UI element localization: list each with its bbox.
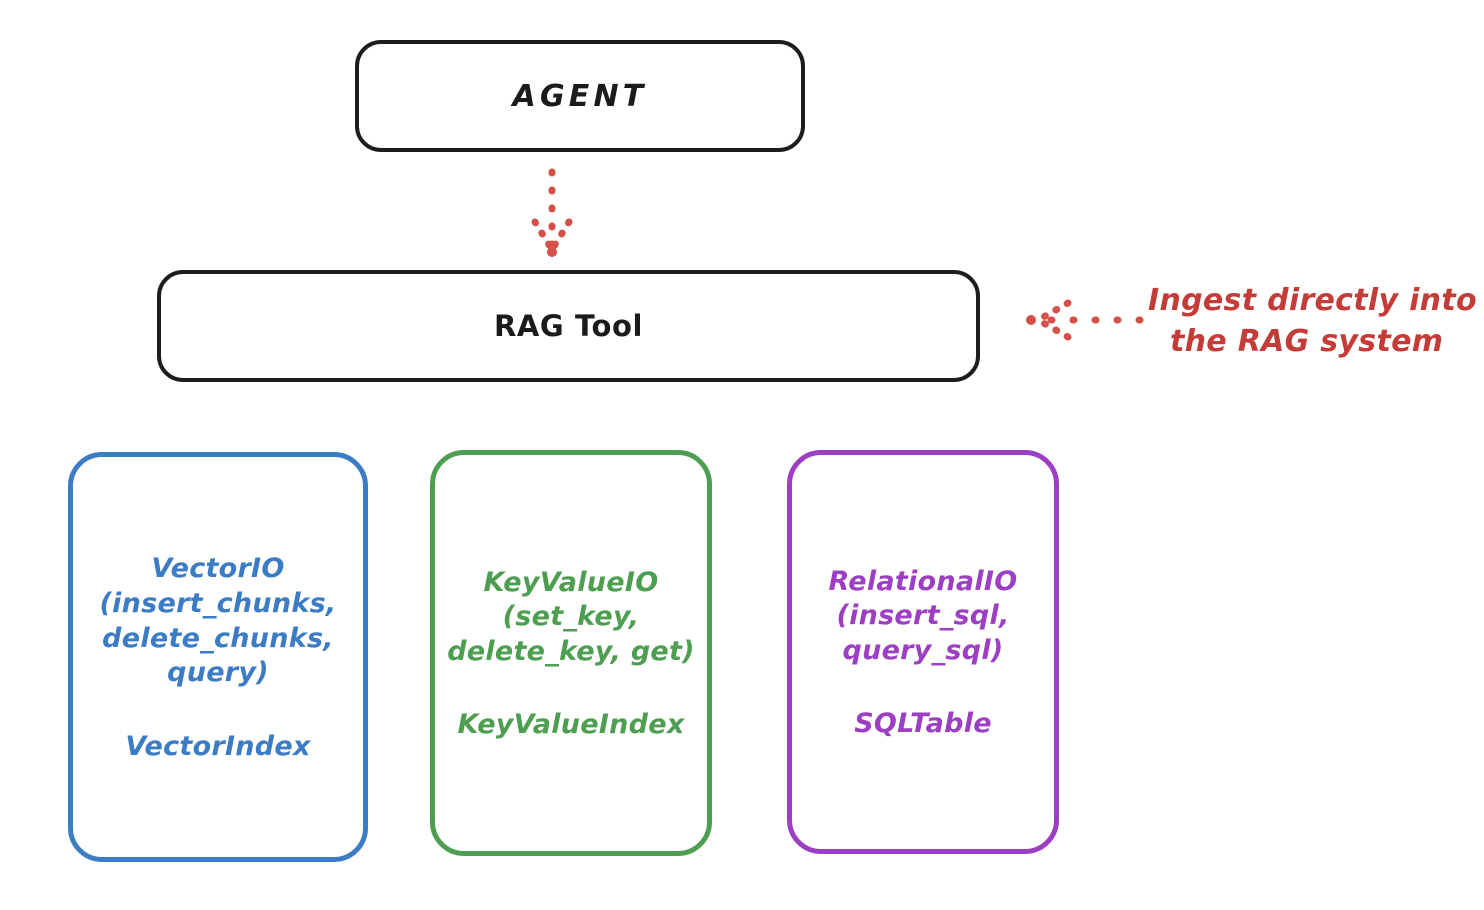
node-rag-tool[interactable]: RAG Tool [157,270,980,382]
annotation-ingest: Ingest directly into the RAG system [1148,280,1478,363]
relational-io-line-3: query_sql) [842,634,1004,666]
node-relational-io[interactable]: RelationalIO (insert_sql, query_sql) SQL… [787,450,1059,854]
node-agent[interactable]: AGENT [355,40,805,152]
annotation-line-1: Ingest directly into [1148,283,1477,318]
vector-io-line-1: VectorIO [151,553,285,585]
node-rag-tool-label: RAG Tool [493,309,644,343]
vector-io-line-3: delete_chunks, [102,622,334,654]
key-value-io-line-3: delete_key, get) [447,635,695,667]
vector-io-line-2: (insert_chunks, [99,587,337,619]
node-vector-io[interactable]: VectorIO (insert_chunks, delete_chunks, … [68,452,368,862]
sql-table-label: SQLTable [854,708,992,740]
relational-io-line-1: RelationalIO [828,565,1018,597]
relational-io-line-2: (insert_sql, [836,600,1010,632]
vector-index-label: VectorIndex [125,730,311,762]
node-key-value-io[interactable]: KeyValueIO (set_key, delete_key, get) Ke… [430,450,712,856]
arrow-ingest-into-rag-tool [1026,299,1144,341]
arrow-agent-to-rag-tool [531,168,573,257]
vector-io-line-4: query) [167,657,269,689]
annotation-line-2: the RAG system [1170,324,1444,360]
vector-io-interface: VectorIO (insert_chunks, delete_chunks, … [100,552,337,690]
relational-io-interface: RelationalIO (insert_sql, query_sql) [829,565,1018,669]
key-value-io-interface: KeyValueIO (set_key, delete_key, get) [447,566,695,670]
node-agent-label: AGENT [512,78,648,114]
key-value-io-line-1: KeyValueIO [483,566,659,598]
key-value-index-label: KeyValueIndex [457,709,685,741]
key-value-io-line-2: (set_key, [502,601,640,633]
